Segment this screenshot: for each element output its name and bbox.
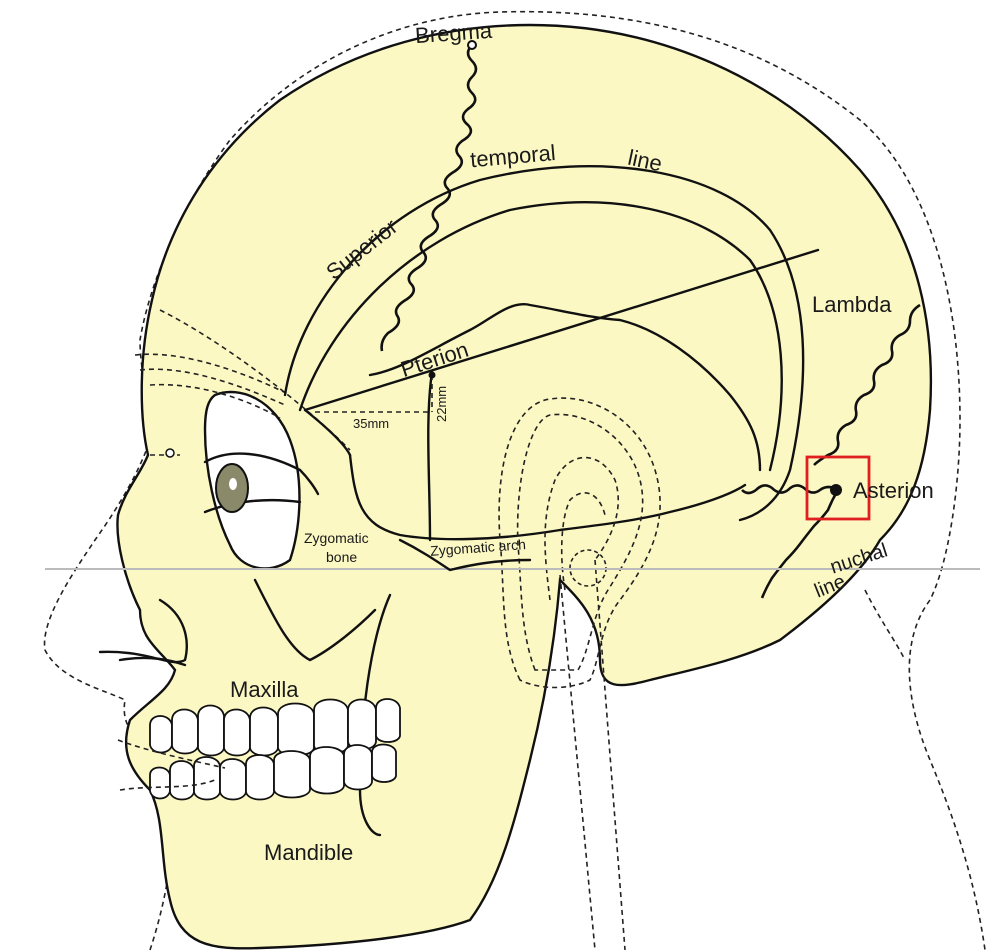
head-outline [43,10,986,951]
superior-temporal-line-outer [283,165,805,522]
label-zygomatic-arch: Zygomatic arch [430,536,527,559]
lower-teeth [149,743,397,801]
label-maxilla: Maxilla [230,677,299,702]
label-asterion: Asterion [853,478,934,503]
asterion-point [830,484,842,496]
asterion-highlight-box [805,455,871,521]
label-bregma: Bregma [414,18,493,48]
lambdoid-suture [813,303,921,466]
pterion-point [428,371,436,379]
maxilla-outline [253,578,377,662]
eye-highlight [229,478,237,490]
label-22mm: 22mm [434,386,449,422]
zygomatic-lower-edge [348,453,747,541]
nose [98,598,188,664]
neck-outline [864,589,906,661]
label-35mm: 35mm [353,416,389,431]
frankfort-reference-line [303,248,820,412]
label-zygomatic-bone-1: Zygomatic [304,530,369,546]
label-lambda: Lambda [812,292,892,317]
cervical-line-1 [559,574,596,951]
lower-eyelid [203,498,302,514]
superior-temporal-line-inner [298,201,783,472]
coronal-suture [380,44,478,352]
upper-teeth [149,698,401,757]
cervical-line-2 [594,559,626,951]
lips-outline [117,739,226,769]
upper-eyelid [203,452,320,496]
occipitomastoid-suture [760,489,840,599]
label-zygomatic-bone-2: bone [326,549,357,565]
brow-hatch [134,353,291,396]
sphenoid-squamous-suture [368,303,762,472]
label-mandible: Mandible [264,840,353,865]
zygomatic-process [398,538,532,572]
bregma-point [467,40,477,50]
parietomastoid-suture [741,484,839,495]
